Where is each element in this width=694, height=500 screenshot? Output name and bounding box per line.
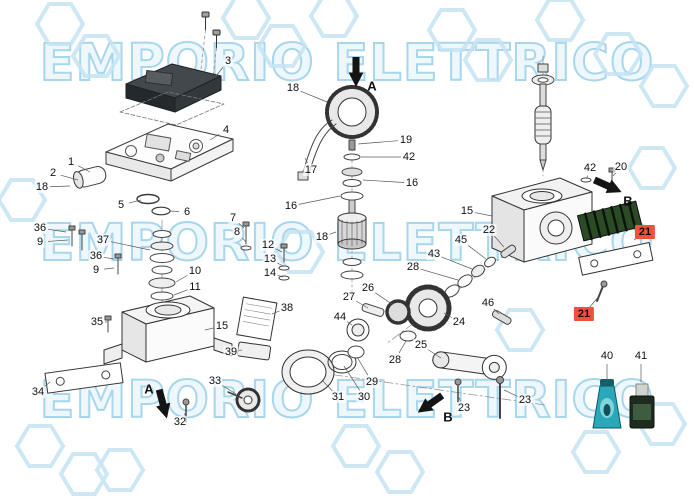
part-callout-9: 9	[91, 263, 101, 277]
part-callout-20: 20	[613, 160, 629, 174]
arrow-label: A	[367, 78, 377, 94]
part-callout-42: 42	[401, 150, 417, 164]
part-callout-21: 21	[634, 224, 656, 240]
part-callout-10: 10	[187, 264, 203, 278]
part-callout-15: 15	[214, 319, 230, 333]
part-callout-23: 23	[456, 401, 472, 415]
part-callout-31: 31	[330, 390, 346, 404]
part-callout-35: 35	[89, 315, 105, 329]
assembly-top-cover	[72, 11, 234, 216]
part-callout-37: 37	[95, 233, 111, 247]
part-callout-25: 25	[413, 338, 429, 352]
part-callout-23: 23	[517, 393, 533, 407]
part-callout-11: 11	[187, 280, 203, 294]
part-callout-44: 44	[332, 310, 348, 324]
part-callout-43: 43	[426, 247, 442, 261]
part-callout-16: 16	[404, 176, 420, 190]
part-callout-15: 15	[459, 204, 475, 218]
part-callout-30: 30	[356, 390, 372, 404]
part-callout-41: 41	[633, 349, 649, 363]
part-callout-26: 26	[360, 281, 376, 295]
arrow-icon	[151, 387, 174, 420]
part-callout-36: 36	[88, 249, 104, 263]
part-callout-3: 3	[223, 54, 233, 68]
watermark-text: EMPORIO ELETTRICO	[39, 214, 655, 273]
part-callout-18: 18	[314, 230, 330, 244]
assembly-gears	[281, 284, 452, 395]
part-callout-14: 14	[262, 266, 278, 280]
part-callout-17: 17	[303, 163, 319, 177]
arrow-icon	[348, 57, 364, 87]
assembly-housing-left	[44, 221, 290, 423]
part-callout-28: 28	[387, 353, 403, 367]
part-grease-tube	[592, 379, 622, 429]
part-callout-12: 12	[260, 238, 276, 252]
part-oil-bottle	[629, 383, 655, 429]
part-callout-16: 16	[283, 199, 299, 213]
part-callout-8: 8	[232, 225, 242, 239]
part-callout-21: 21	[573, 306, 595, 322]
part-callout-33: 33	[207, 374, 223, 388]
part-callout-46: 46	[480, 296, 496, 310]
part-callout-18: 18	[285, 81, 301, 95]
screw-icon	[199, 11, 221, 87]
part-callout-7: 7	[228, 211, 238, 225]
part-callout-4: 4	[221, 123, 231, 137]
capacitor-part	[72, 166, 107, 189]
watermark-text: EMPORIO ELETTRICO	[39, 34, 655, 93]
part-callout-2: 2	[48, 166, 58, 180]
assembly-output-lever	[432, 351, 507, 419]
assembly-worm-shaft	[531, 63, 555, 171]
part-callout-32: 32	[172, 415, 188, 429]
arrow-label: B	[443, 409, 453, 425]
axis-lines	[161, 55, 546, 406]
part-callout-45: 45	[453, 233, 469, 247]
part-callout-5: 5	[116, 198, 126, 212]
arrow-icon	[591, 173, 625, 200]
part-callout-38: 38	[279, 301, 295, 315]
part-callout-36: 36	[32, 221, 48, 235]
arrow-icon	[413, 389, 447, 419]
part-callout-1: 1	[66, 155, 76, 169]
part-callout-42: 42	[582, 161, 598, 175]
part-callout-18: 18	[34, 180, 50, 194]
assembly-housing-right	[491, 167, 616, 263]
part-callout-39: 39	[223, 345, 239, 359]
assembly-motor	[297, 85, 379, 280]
arrow-label: A	[144, 381, 154, 397]
part-magnet-strip	[577, 200, 654, 302]
part-callout-27: 27	[341, 290, 357, 304]
part-callout-19: 19	[398, 133, 414, 147]
part-callout-24: 24	[451, 315, 467, 329]
watermark-text: EMPORIO ELETTRICO	[39, 371, 655, 430]
part-callout-13: 13	[262, 252, 278, 266]
part-callout-28: 28	[405, 260, 421, 274]
arrow-label: B	[623, 193, 633, 209]
part-callout-40: 40	[599, 349, 615, 363]
part-callout-22: 22	[481, 223, 497, 237]
assembly-pinion-stack	[444, 244, 517, 325]
part-callout-34: 34	[30, 385, 46, 399]
part-callout-29: 29	[364, 375, 380, 389]
part-callout-6: 6	[182, 205, 192, 219]
part-callout-9: 9	[35, 235, 45, 249]
